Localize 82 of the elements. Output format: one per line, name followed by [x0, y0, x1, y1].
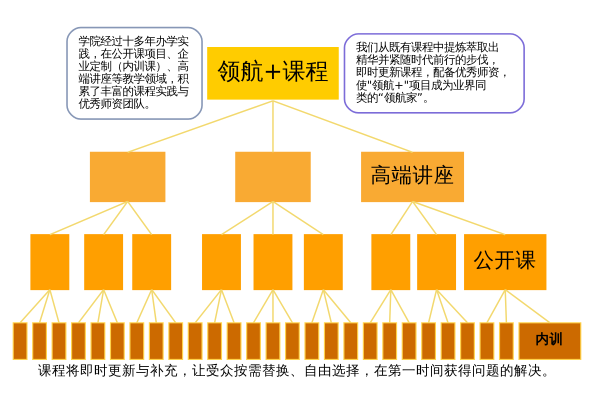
connector	[127, 100, 274, 153]
node-box	[304, 234, 343, 290]
node-box	[202, 234, 241, 290]
node-box: 学院经过十多年办学实践，在公开课项目、企业定制（内训课）、高端讲座等教学领域，积累了丰富的课程实践与优秀师资团队。	[66, 26, 203, 120]
connector	[272, 289, 294, 324]
connector	[97, 289, 104, 323]
node-box	[254, 234, 292, 290]
node-bar	[148, 322, 164, 360]
node-bar	[12, 322, 28, 360]
node-bar	[52, 322, 66, 360]
node-bar	[324, 322, 339, 360]
node-bar	[284, 322, 300, 360]
node-box	[371, 234, 410, 290]
node-bar	[498, 322, 514, 360]
connector	[220, 289, 235, 324]
connector	[151, 289, 176, 324]
node-bar	[402, 322, 417, 360]
caption: 课程将即时更新与补充，让受众按需替换、自由选择，在第一时间获得问题的解决。	[38, 362, 556, 379]
connector	[272, 100, 274, 152]
node-bar	[207, 322, 222, 360]
connector	[486, 289, 506, 324]
node-bar	[71, 322, 86, 360]
connector	[412, 200, 506, 236]
connector	[504, 290, 508, 323]
connector	[150, 290, 157, 323]
node-bar	[246, 322, 261, 360]
connector	[194, 289, 222, 324]
connector	[390, 289, 410, 324]
connector	[103, 201, 128, 236]
node-bar	[168, 322, 184, 360]
connector	[370, 289, 392, 324]
connector	[221, 200, 274, 236]
node-box	[417, 234, 456, 290]
connector	[127, 201, 152, 236]
node-box: 领航+课程	[207, 47, 339, 100]
connector	[322, 289, 332, 323]
node-bar	[90, 322, 106, 360]
connector	[311, 289, 324, 324]
connector	[504, 289, 550, 324]
connector	[252, 289, 274, 324]
connector	[322, 289, 352, 324]
node-bar	[440, 322, 456, 360]
node-bar	[226, 322, 242, 360]
node-box	[30, 234, 70, 290]
connector	[214, 289, 222, 323]
connector	[20, 289, 50, 324]
connector	[38, 289, 51, 323]
connector	[102, 289, 118, 324]
connector	[412, 201, 438, 236]
connector	[436, 289, 468, 324]
connector	[49, 289, 60, 323]
connector	[272, 100, 413, 153]
node-box	[235, 152, 311, 202]
node-box: 高端讲座	[361, 152, 464, 202]
node-bar	[460, 322, 475, 360]
node-bar	[480, 322, 494, 360]
node-box: 内训	[518, 322, 582, 360]
node-bar	[362, 322, 378, 360]
node-bar	[343, 322, 358, 360]
connector	[390, 201, 414, 236]
node-box	[132, 234, 172, 290]
connector	[272, 200, 324, 236]
node-bar	[421, 322, 436, 360]
node-box: 我们从既有课程中提炼萃取出精华并紧随时代前行的步伐，即时更新课程，配备优秀师资，使"领航+"项目成为业界同类的“领航家”。	[344, 33, 525, 114]
node-bar	[129, 322, 144, 360]
connector	[78, 289, 104, 324]
node-bar	[304, 322, 320, 360]
connector	[436, 289, 449, 324]
node-box	[90, 152, 166, 202]
connector	[388, 290, 392, 323]
node-box	[84, 234, 124, 290]
connector	[428, 289, 438, 323]
connector	[272, 202, 274, 235]
connector	[50, 200, 128, 236]
connector	[136, 289, 152, 324]
node-bar	[266, 322, 280, 360]
node-bar	[32, 322, 47, 360]
node-bar	[110, 322, 125, 360]
node-bar	[382, 322, 398, 360]
node-bar	[188, 322, 203, 360]
node-box: 公开课	[464, 234, 546, 290]
connector	[272, 290, 274, 323]
